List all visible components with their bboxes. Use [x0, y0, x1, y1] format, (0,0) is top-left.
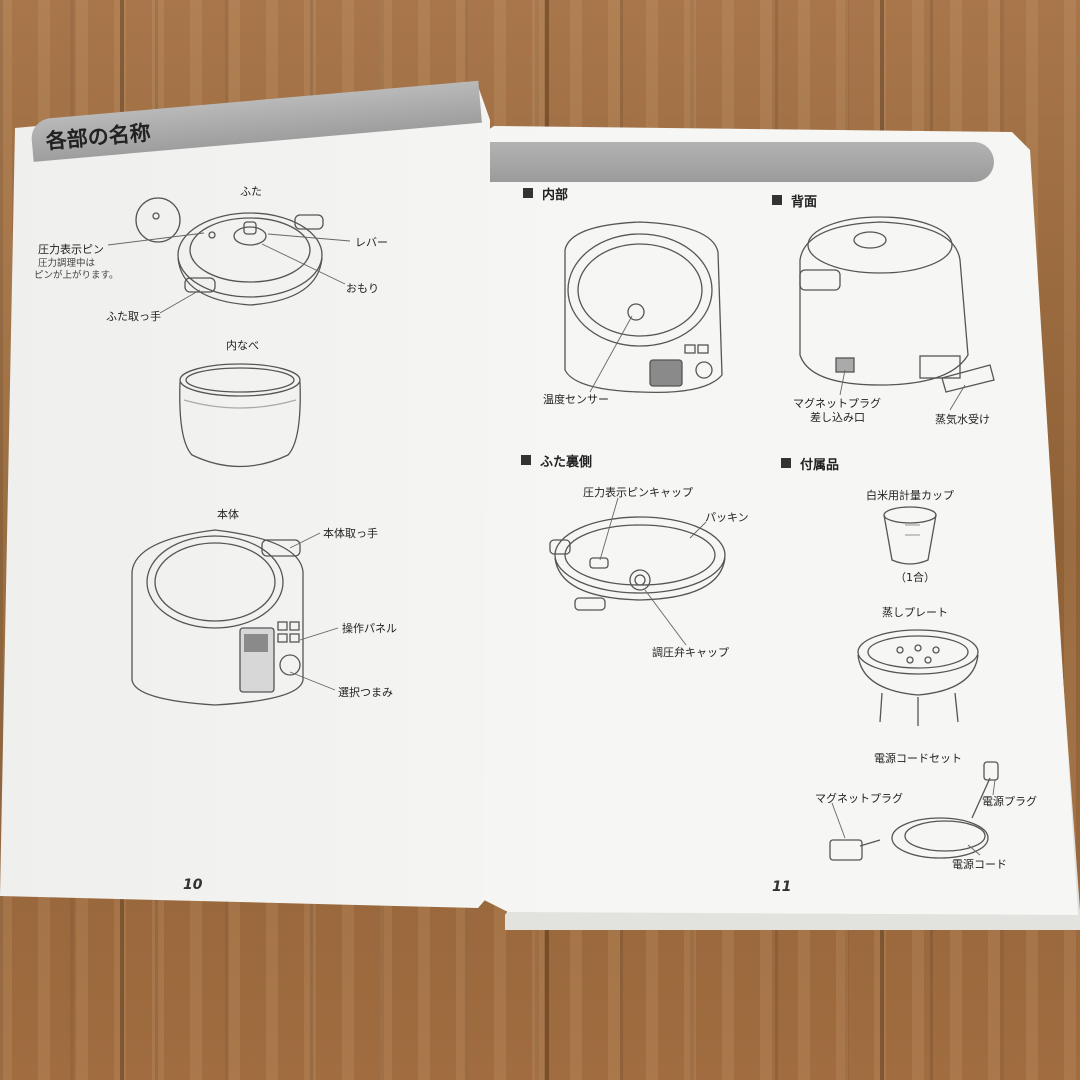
lever-label: レバー: [355, 236, 388, 249]
lid-caption: ふた: [240, 185, 262, 198]
lid-illustration: [135, 197, 324, 306]
lid-underside-illustration: [549, 516, 726, 611]
power-cord-label: 電源コード: [952, 858, 1007, 871]
accessories-header: 付属品: [800, 458, 840, 473]
back-header: 背面: [791, 195, 818, 210]
measuring-cup-label: 白米用計量カップ: [866, 489, 954, 502]
page-number-left: 10: [183, 877, 203, 893]
pressure-note-line2: ピンが上がります。: [34, 270, 119, 281]
lid-handle-label: ふた取っ手: [106, 310, 161, 323]
inside-illustration: [564, 221, 723, 394]
bullet-square: [781, 458, 791, 468]
pin-cap-label: 圧力表示ピンキャップ: [583, 486, 693, 499]
valve-cap-label: 調圧弁キャップ: [652, 646, 729, 659]
body-illustration: [131, 529, 304, 706]
page-number-right: 11: [772, 879, 792, 895]
drip-tray-label: 蒸気水受け: [935, 413, 990, 426]
measuring-cup-illustration: [883, 506, 937, 565]
inner-pot-caption: 内なべ: [226, 339, 259, 352]
inner-pot-illustration: [179, 363, 301, 468]
temp-sensor-label: 温度センサー: [543, 393, 609, 406]
inside-header: 内部: [542, 188, 569, 203]
bullet-square: [521, 455, 531, 465]
pressure-pin-label: 圧力表示ピン: [38, 243, 104, 256]
bullet-square: [523, 188, 533, 198]
right-title-banner: [490, 142, 994, 182]
magnet-plug-label: マグネットプラグ: [815, 792, 903, 805]
weight-label: おもり: [346, 282, 379, 295]
back-illustration: [799, 216, 995, 393]
control-panel-label: 操作パネル: [342, 622, 397, 635]
packing-label: パッキン: [705, 511, 749, 524]
body-caption: 本体: [217, 508, 239, 521]
magnet-plug-port-label-1: マグネットプラグ: [793, 397, 881, 410]
power-cord-illustration: [829, 761, 999, 861]
magnet-plug-port-label-2: 差し込み口: [810, 411, 865, 424]
steam-plate-illustration: [857, 629, 979, 726]
bullet-square: [772, 195, 782, 205]
power-plug-label: 電源プラグ: [982, 795, 1037, 808]
lid-back-header: ふた裏側: [540, 455, 593, 470]
cord-set-label: 電源コードセット: [874, 752, 962, 765]
pressure-note-line1: 圧力調理中は: [38, 258, 96, 269]
body-handle-label: 本体取っ手: [323, 527, 378, 540]
selector-knob-label: 選択つまみ: [338, 686, 393, 699]
measuring-cup-note: （1合）: [895, 571, 935, 584]
steam-plate-label: 蒸しプレート: [882, 606, 948, 619]
